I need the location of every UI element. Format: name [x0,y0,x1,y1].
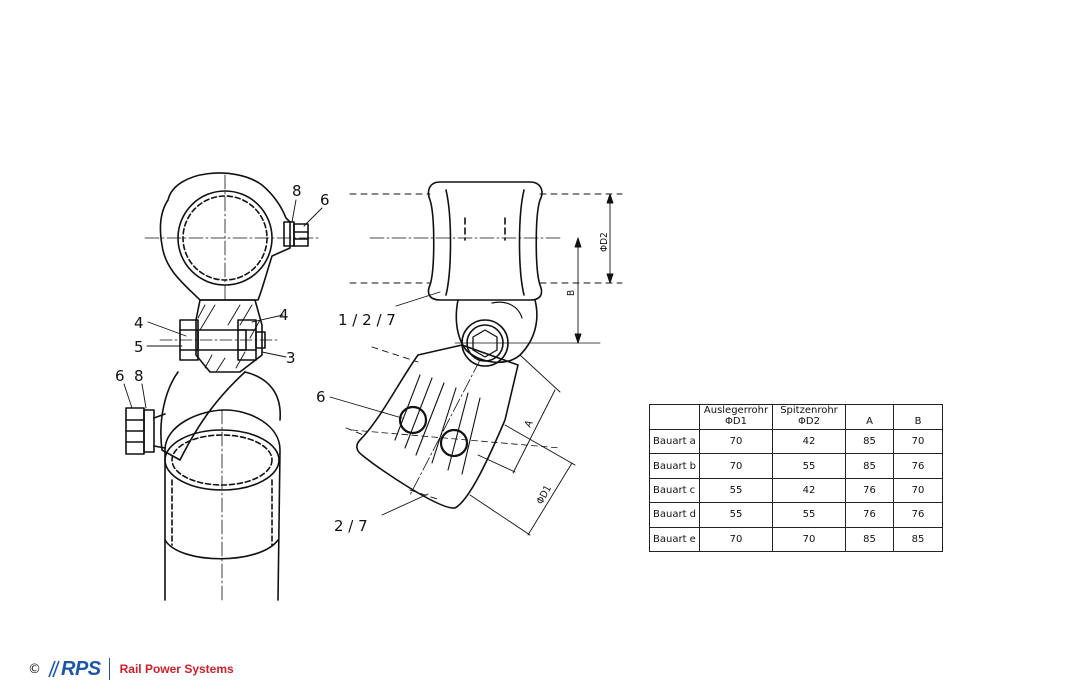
cell-d1: 70 [699,453,773,479]
cell-b: 70 [893,428,943,455]
table-row: Bauart d 55 55 76 76 [649,502,943,528]
cell-d1: 55 [699,502,773,528]
company-name: Rail Power Systems [119,662,234,676]
cell-d2: 55 [772,502,846,528]
top-screw-nut [293,223,309,247]
dim-d1-label: ΦD1 [535,484,554,507]
cell-a: 85 [845,453,894,479]
dim-d2-label: ΦD2 [599,232,610,252]
middle-view [345,181,623,509]
cell-d2: 42 [772,477,846,504]
table-header-row: Auslegerrohr ΦD1 Spitzenrohr ΦD2 A B [649,404,943,430]
dim-b-label: B [566,290,577,296]
row-name: Bauart e [649,526,700,553]
cell-b: 76 [893,502,943,528]
row-name: Bauart d [649,502,700,528]
header-d2-line1: Spitzenrohr [780,405,838,416]
top-screw-body [283,221,295,247]
callout-6-low: 6 [115,367,125,385]
row-name: Bauart c [649,477,700,504]
top-clamp-body [159,172,291,301]
cell-a: 76 [845,502,894,528]
cell-d1: 70 [699,428,773,455]
header-a-label: A [866,416,873,427]
callout-5: 5 [134,338,144,356]
callout-6-top: 6 [320,191,330,209]
callout-parts-27: 2 / 7 [334,517,368,535]
dimension-table: Auslegerrohr ΦD1 Spitzenrohr ΦD2 A B Bau… [649,404,943,553]
cell-a: 76 [845,477,894,504]
joint-pin-hex [472,329,498,358]
header-d1-line2: ΦD1 [725,416,747,427]
row-name: Bauart b [649,453,700,479]
table-row: Bauart e 70 70 85 85 [649,526,943,553]
row-name: Bauart a [649,428,700,455]
cell-d2: 55 [772,453,846,479]
header-a: A [845,404,894,430]
lower-tube [164,409,281,601]
table-row: Bauart a 70 42 85 70 [649,428,943,455]
left-view [125,172,321,601]
lower-clamp [160,371,246,461]
cell-b: 70 [893,477,943,504]
cell-d2: 42 [772,428,846,455]
cell-d1: 55 [699,477,773,504]
callout-4-left: 4 [134,314,144,332]
logo-text: RPS [61,657,101,680]
tube-hole-2 [439,428,469,458]
header-empty [649,404,700,430]
rps-logo: RPS [47,658,101,681]
table-row: Bauart c 55 42 76 70 [649,477,943,504]
sleeve [427,181,543,301]
arm-plate [356,344,519,509]
callout-parts-127: 1 / 2 / 7 [338,311,396,329]
cell-d2: 70 [772,526,846,553]
callout-6-middle: 6 [316,388,326,406]
header-d2-line2: ΦD2 [798,416,820,427]
callout-8-top: 8 [292,182,302,200]
cell-d1: 70 [699,526,773,553]
cell-b: 85 [893,526,943,553]
callout-3: 3 [286,349,296,367]
cell-a: 85 [845,526,894,553]
header-b: B [893,404,943,430]
table-row: Bauart b 70 55 85 76 [649,453,943,479]
header-b-label: B [914,416,922,427]
header-d2: Spitzenrohr ΦD2 [772,404,846,430]
dim-a-label: A [523,418,536,429]
logo-divider [108,658,110,680]
joint-hub [195,299,263,373]
tube-hole-1 [398,405,428,435]
logo-stripes-icon [48,660,60,678]
cell-a: 85 [845,428,894,455]
copyright-symbol: © [28,661,41,677]
header-d1: Auslegerrohr ΦD1 [699,404,773,430]
footer: © RPS Rail Power Systems [28,655,234,683]
callout-4-right: 4 [279,306,289,324]
header-d1-line1: Auslegerrohr [703,405,769,416]
cell-b: 76 [893,453,943,479]
joint-ear [455,299,538,364]
callout-8-low: 8 [134,367,144,385]
